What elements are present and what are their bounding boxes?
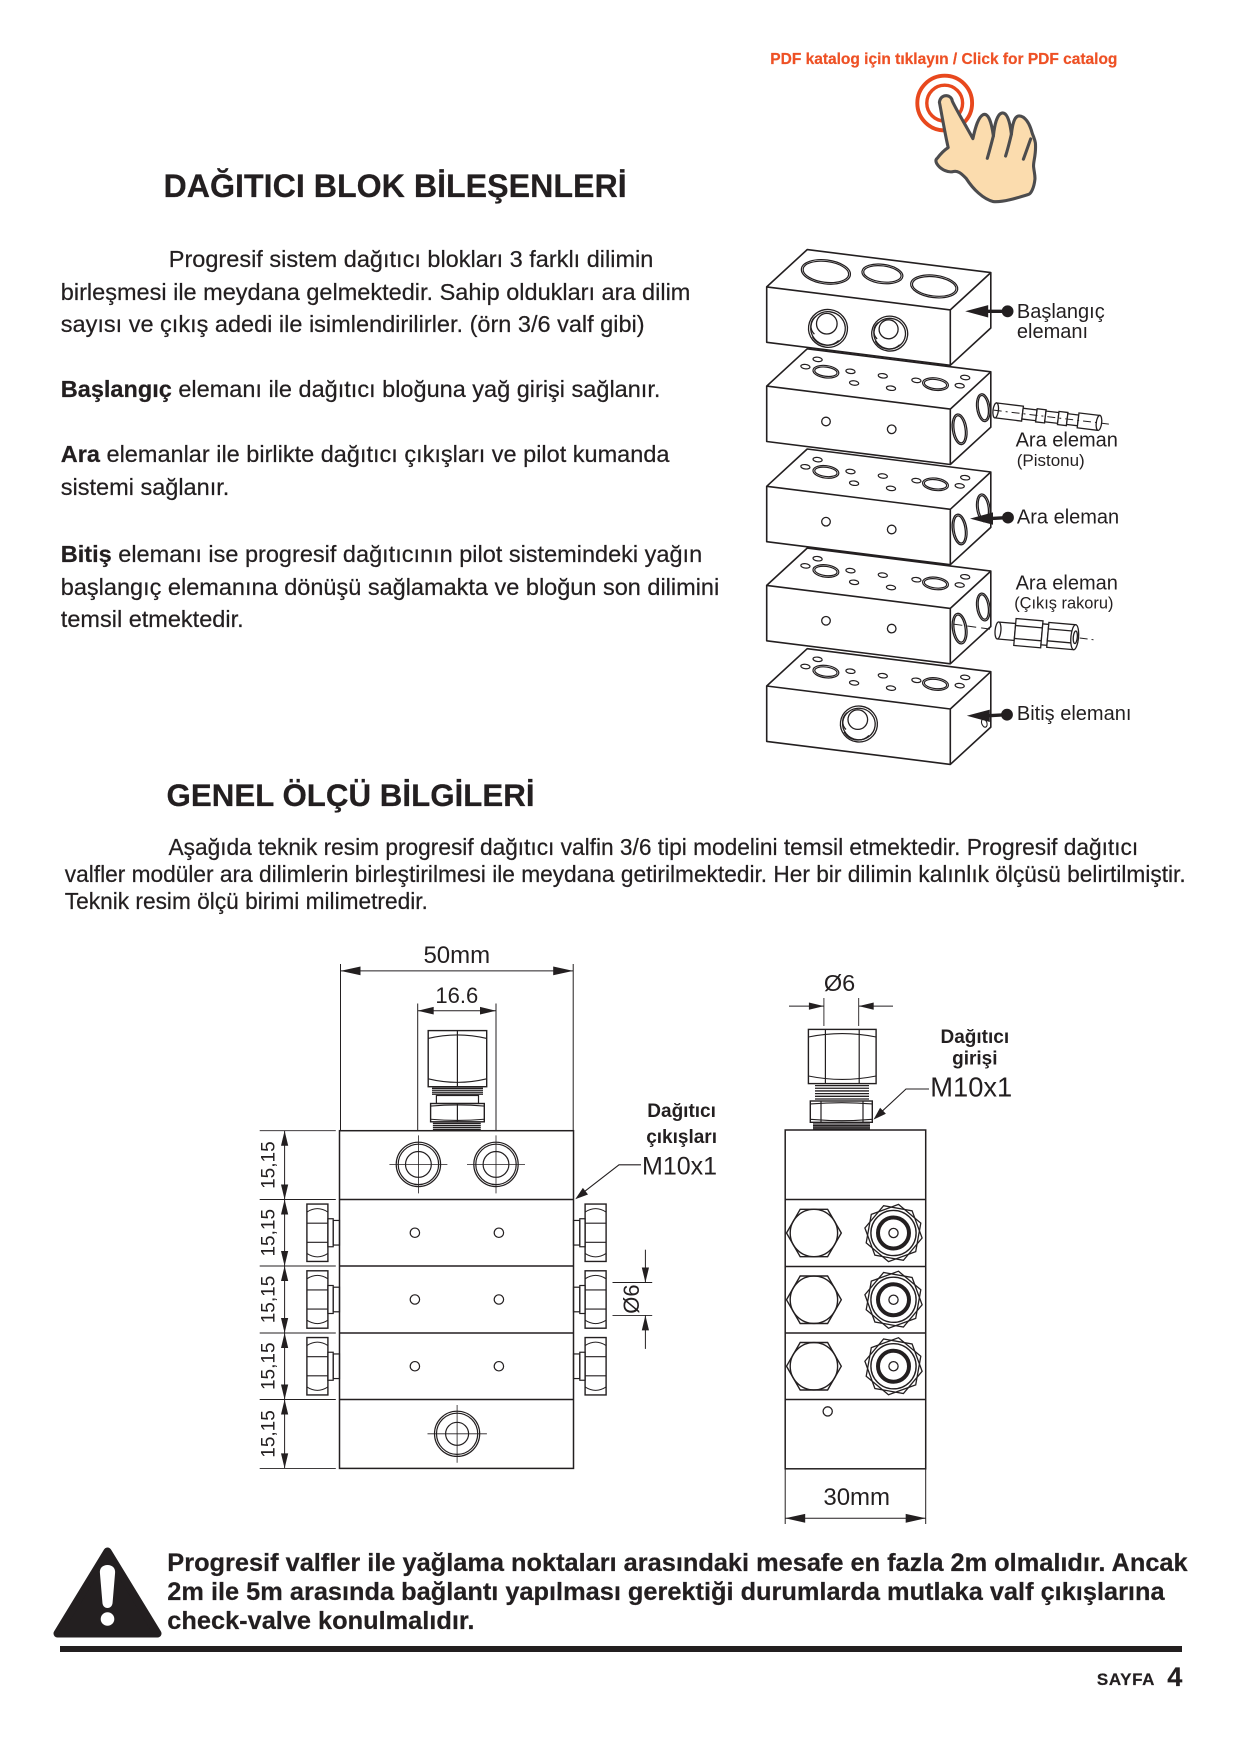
svg-text:16.6: 16.6 [435,983,478,1008]
svg-text:Dağıtıcı: Dağıtıcı [940,1027,1009,1048]
svg-text:(Çıkış rakoru): (Çıkış rakoru) [1014,595,1113,613]
svg-text:M10x1: M10x1 [930,1072,1012,1103]
svg-text:15,15: 15,15 [259,1276,280,1324]
svg-text:girişi: girişi [952,1049,997,1070]
svg-text:Dağıtıcı: Dağıtıcı [647,1101,716,1122]
svg-text:15,15: 15,15 [259,1342,280,1390]
svg-text:30mm: 30mm [823,1484,890,1511]
svg-text:Ara eleman: Ara eleman [1017,507,1119,529]
svg-text:elemanı: elemanı [1017,321,1088,343]
svg-text:Başlangıç: Başlangıç [1017,301,1105,323]
svg-text:15,15: 15,15 [259,1141,280,1189]
svg-text:50mm: 50mm [423,942,490,969]
svg-text:Bitiş elemanı: Bitiş elemanı [1017,703,1132,725]
svg-text:(Pistonu): (Pistonu) [1017,451,1085,470]
svg-text:Ø6: Ø6 [824,970,855,996]
svg-text:Ø6: Ø6 [619,1284,644,1313]
svg-text:M10x1: M10x1 [642,1152,717,1180]
svg-text:15,15: 15,15 [259,1410,280,1458]
svg-text:Ara eleman: Ara eleman [1016,573,1118,595]
svg-text:çıkışları: çıkışları [646,1127,717,1148]
svg-text:Ara eleman: Ara eleman [1016,430,1118,452]
svg-text:15,15: 15,15 [259,1209,280,1257]
